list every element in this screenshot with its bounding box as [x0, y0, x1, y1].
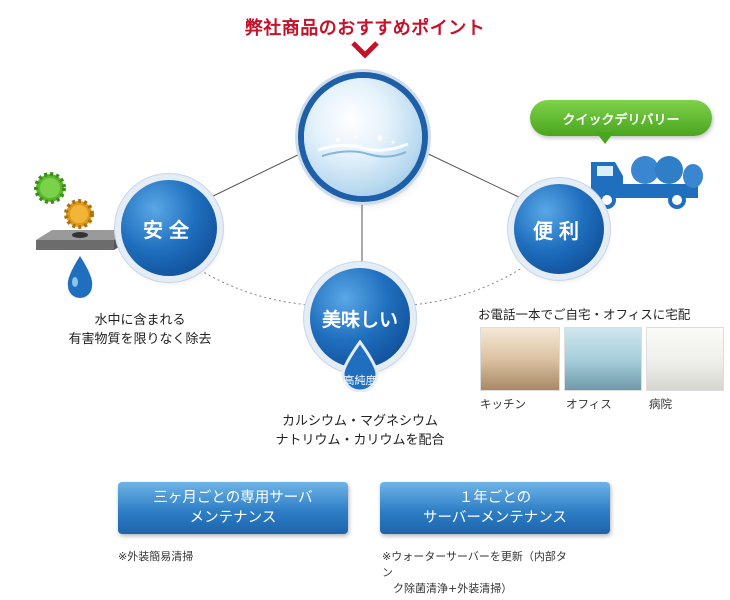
filter-plate-icon: [36, 230, 130, 298]
kitchen-photo: [480, 327, 560, 391]
maintenance-line: サーバーメンテナンス: [423, 510, 567, 526]
chevron-down-icon: [351, 41, 379, 59]
maintenance-line: 三ヶ月ごとの専用サーバ: [153, 490, 313, 506]
note-line: ※ウォーターサーバーを更新（内部タン: [382, 550, 567, 579]
water-splash-icon: [317, 135, 409, 158]
delivery-truck-icon: [591, 156, 703, 209]
photo-label-kitchen: キッチン: [480, 397, 526, 411]
yearly-note: ※ウォーターサーバーを更新（内部タン ク除菌清浄+外装清掃）: [382, 549, 572, 597]
note-line: ク除菌清浄+外装清掃）: [382, 582, 513, 595]
taste-description: カルシウム・マグネシウム ナトリウム・カリウムを配合: [250, 412, 470, 450]
yearly-maintenance-box: １年ごとの サーバーメンテナンス: [380, 482, 610, 534]
photo-label-hospital: 病院: [649, 397, 672, 411]
water-drop-icon: [341, 340, 379, 392]
office-photo: [564, 327, 642, 391]
hospital-photo: [646, 327, 724, 391]
orange-gear-icon: [64, 199, 94, 229]
safety-desc-line: 水中に含まれる: [94, 313, 186, 328]
quarterly-maintenance-box: 三ヶ月ごとの専用サーバ メンテナンス: [118, 482, 348, 534]
safety-description: 水中に含まれる 有害物質を限りなく除去: [40, 311, 240, 349]
safety-circle: 安全: [121, 180, 217, 276]
bubble-tail: [596, 132, 614, 144]
maintenance-line: メンテナンス: [189, 510, 277, 526]
note-line: ※外装簡易清掃: [118, 550, 194, 563]
photo-label-office: オフィス: [566, 397, 612, 411]
green-gear-icon: [34, 172, 66, 204]
quarterly-note: ※外装簡易清掃: [118, 549, 193, 565]
convenience-circle: 便利: [514, 184, 604, 274]
taste-desc-line: カルシウム・マグネシウム: [281, 414, 438, 429]
maintenance-line: １年ごとの: [458, 490, 532, 506]
purity-label: 高純度: [343, 374, 377, 387]
safety-desc-line: 有害物質を限りなく除去: [68, 332, 212, 347]
taste-desc-line: ナトリウム・カリウムを配合: [275, 433, 445, 448]
page-title: 弊社商品のおすすめポイント: [244, 18, 486, 39]
convenience-description: お電話一本でご自宅・オフィスに宅配: [478, 307, 691, 322]
water-splash-circle: [304, 78, 422, 196]
quick-delivery-bubble: クイックデリバリー: [530, 100, 712, 136]
